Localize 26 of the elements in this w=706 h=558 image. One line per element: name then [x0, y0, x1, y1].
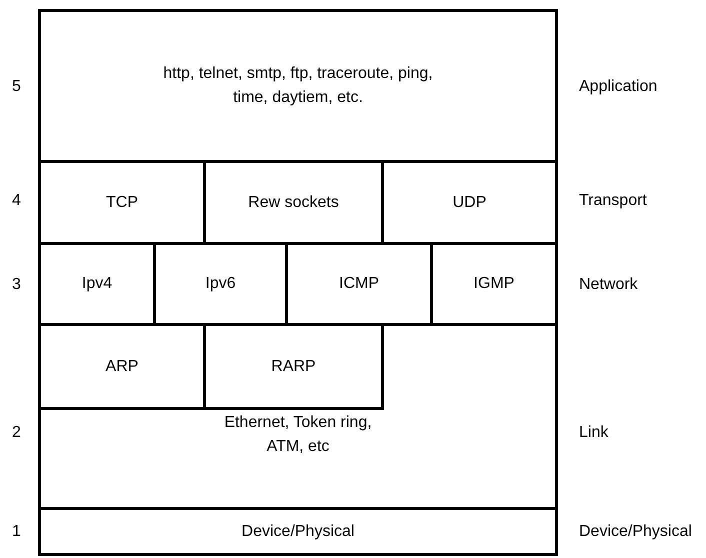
protocol-text: UDP [452, 192, 486, 212]
protocol-text: RARP [271, 356, 316, 376]
protocol-text: http, telnet, smtp, ftp, traceroute, ping, time, daytiem, etc. [162, 64, 434, 108]
layer-box [38, 507, 558, 556]
layer-number: 4 [12, 191, 21, 211]
protocol-text: ARP [106, 356, 138, 376]
layer-name: Device/Physical [579, 522, 692, 542]
layer-box [38, 9, 558, 163]
protocol-text: ICMP [339, 274, 379, 294]
layer-number: 3 [12, 275, 21, 295]
protocol-text: Device/Physical [242, 522, 354, 542]
protocol-text: Ipv4 [82, 274, 112, 294]
protocol-text: Ethernet, Token ring, ATM, etc [223, 413, 373, 457]
layer-name: Transport [579, 191, 647, 211]
protocol-text: IGMP [474, 274, 514, 294]
layer-number: 1 [12, 522, 21, 542]
protocol-text: Ipv6 [205, 274, 236, 294]
layer-name: Network [579, 275, 638, 295]
protocol-text: Rew sockets [248, 192, 339, 212]
layer-number: 5 [12, 77, 21, 97]
layer-box [38, 323, 558, 510]
layer-number: 2 [12, 423, 21, 443]
layer-box [203, 323, 384, 410]
protocol-text: TCP [106, 192, 138, 212]
layer-name: Application [579, 77, 658, 97]
layer-name: Link [579, 423, 608, 443]
